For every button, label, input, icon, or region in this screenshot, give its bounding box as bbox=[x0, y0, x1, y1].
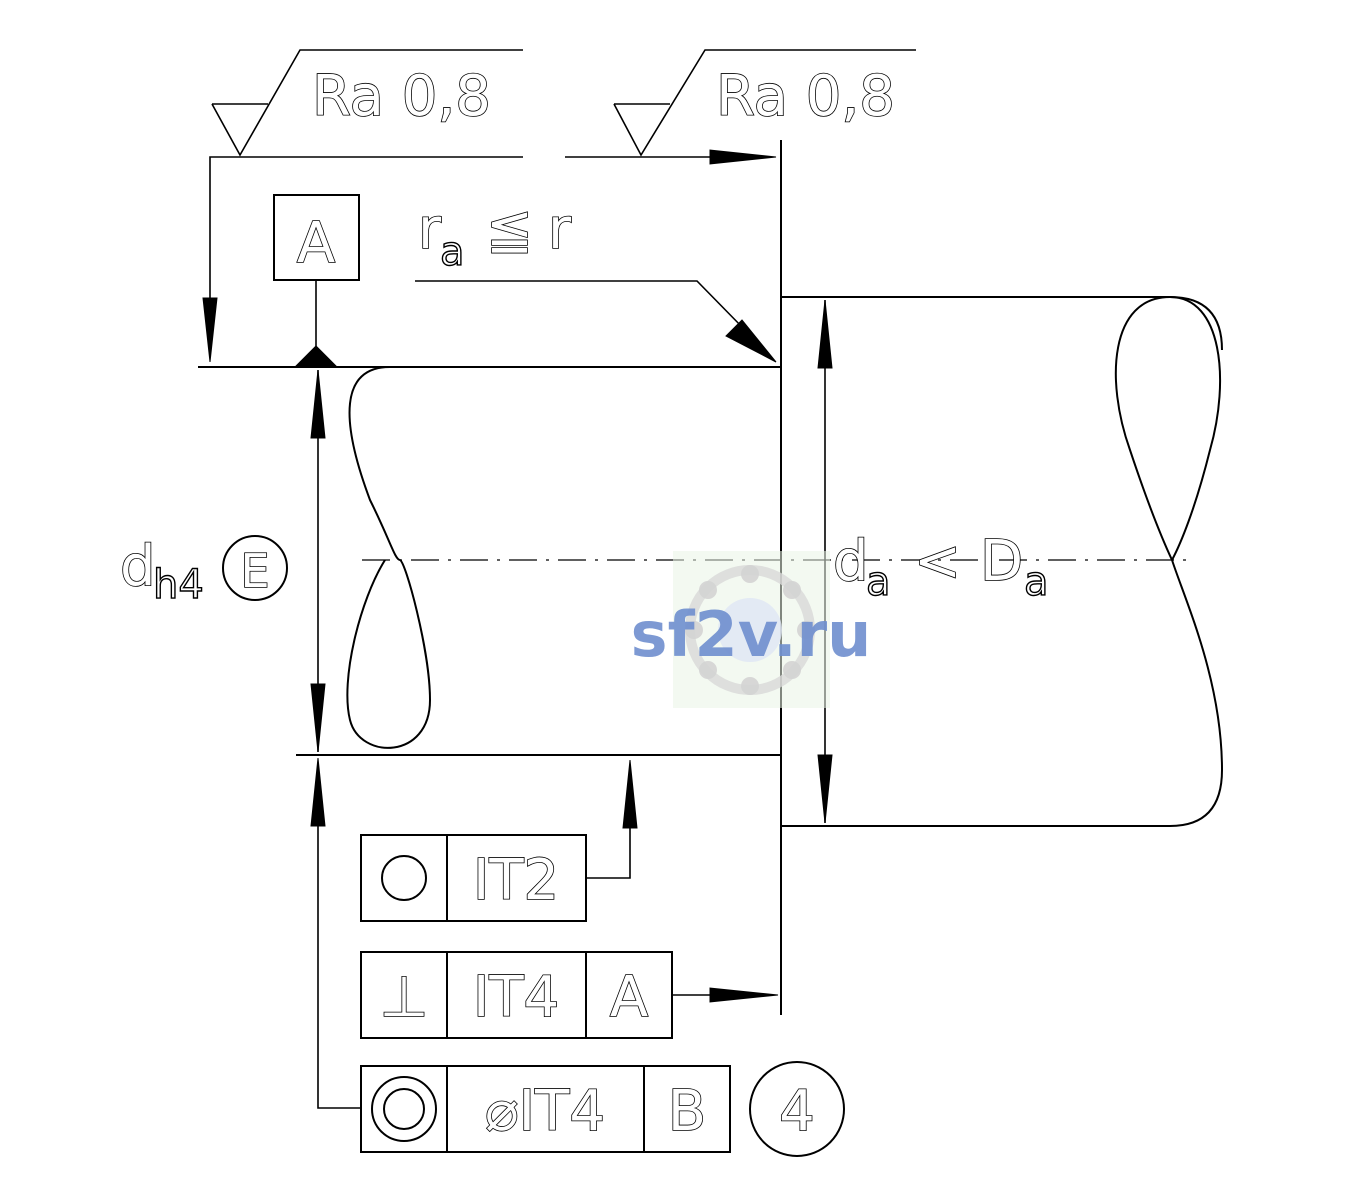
roundness-value: IT2 bbox=[473, 848, 559, 913]
shoulder-d-sub: a bbox=[866, 559, 891, 605]
roughness-leader bbox=[202, 149, 777, 363]
perpendicularity-frame: ⊥ IT4 A bbox=[360, 951, 779, 1039]
shoulder-bottom-edge bbox=[781, 769, 1223, 827]
roughness-arrow-down bbox=[202, 297, 218, 363]
roundness-frame: IT2 bbox=[360, 759, 638, 922]
shoulder-top-edge bbox=[781, 296, 1223, 351]
radius-condition: r a ≦ r bbox=[415, 196, 777, 363]
roughness-symbol-left: Ra 0,8 bbox=[211, 49, 523, 157]
shoulder-d-base: d bbox=[833, 529, 869, 594]
radius-operator: ≦ bbox=[486, 197, 533, 262]
shoulder-D-sub: a bbox=[1024, 559, 1049, 605]
right-break-line bbox=[1114, 296, 1223, 771]
shoulder-operator: < bbox=[914, 529, 961, 594]
perpendicularity-symbol: ⊥ bbox=[380, 965, 429, 1030]
concentricity-value: ⌀IT4 bbox=[485, 1079, 605, 1144]
roughness-symbol-right: Ra 0,8 bbox=[613, 49, 916, 157]
datum-a-box bbox=[273, 194, 360, 281]
datum-triangle bbox=[294, 345, 338, 367]
shaft-diameter-base: d bbox=[120, 534, 156, 599]
shaft-diameter-sub: h4 bbox=[153, 562, 204, 608]
shaft-diameter-dimension: d h4 E bbox=[119, 369, 326, 753]
right-break-line-upper bbox=[1169, 296, 1222, 561]
radius-base: r bbox=[418, 197, 442, 262]
envelope-circle-icon bbox=[222, 535, 288, 601]
roughness-arrow-right bbox=[709, 149, 777, 165]
concentricity-arrow bbox=[310, 757, 326, 827]
watermark: sf2v.ru bbox=[631, 551, 872, 708]
note-number: 4 bbox=[779, 1079, 815, 1144]
roughness-label-right: Ra 0,8 bbox=[716, 64, 895, 129]
perpendicularity-datum: A bbox=[610, 965, 648, 1030]
roughness-label-left: Ra 0,8 bbox=[312, 64, 491, 129]
envelope-symbol: E bbox=[240, 544, 269, 598]
perpendicularity-arrow bbox=[709, 987, 779, 1003]
datum-a-label: A bbox=[297, 211, 335, 276]
datum-a-feature: A bbox=[273, 194, 360, 367]
concentricity-datum: B bbox=[668, 1079, 706, 1144]
roundness-arrow bbox=[622, 759, 638, 829]
radius-arrow bbox=[725, 319, 777, 363]
shoulder-diameter-dimension: d a < D a bbox=[817, 299, 1049, 824]
note-number-circle bbox=[749, 1061, 845, 1157]
perpendicularity-value: IT4 bbox=[473, 965, 559, 1030]
concentric-circles-icon bbox=[371, 1076, 437, 1142]
concentricity-frame: ⌀IT4 B 4 bbox=[310, 757, 845, 1157]
radius-sub: a bbox=[440, 229, 465, 275]
radius-limit: r bbox=[548, 197, 572, 262]
left-break-line bbox=[346, 366, 432, 749]
circle-icon bbox=[381, 855, 427, 901]
watermark-text: sf2v.ru bbox=[631, 598, 872, 671]
shoulder-D-base: D bbox=[980, 529, 1023, 594]
